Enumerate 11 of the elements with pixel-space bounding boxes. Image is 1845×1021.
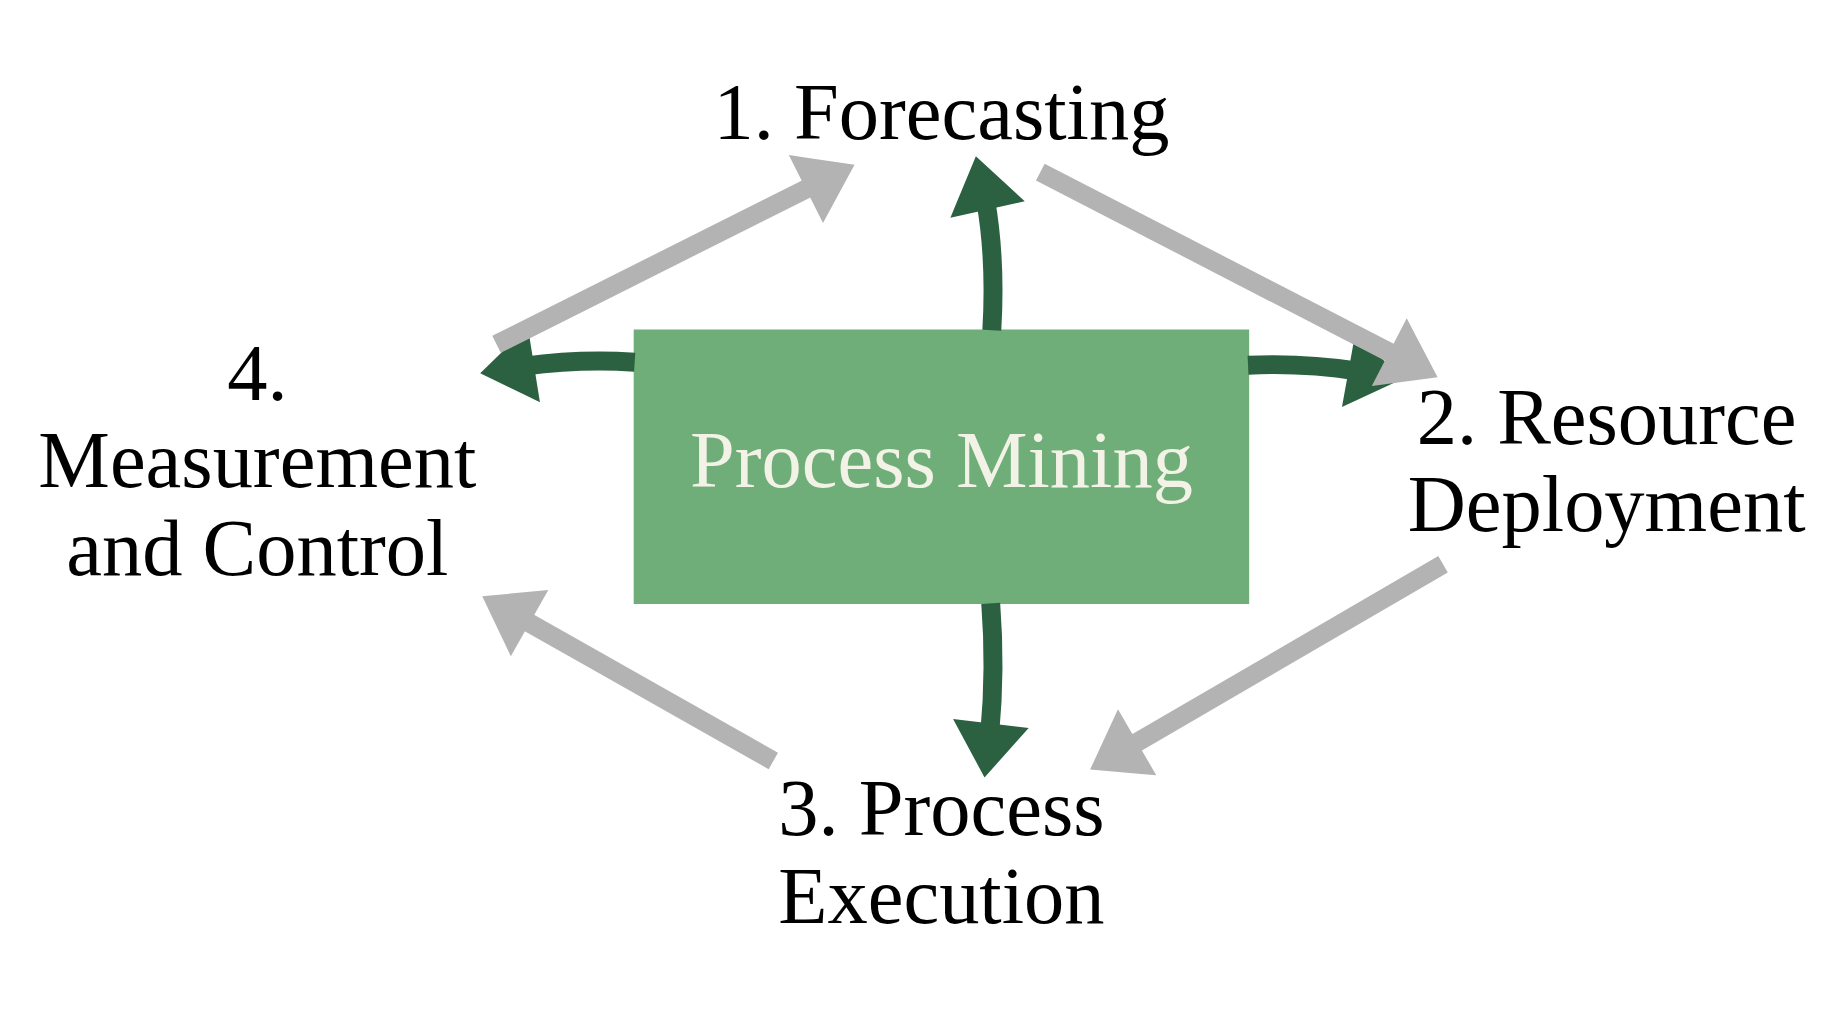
arrow <box>950 156 1025 331</box>
arrow <box>1090 556 1448 776</box>
arrow <box>953 602 1029 778</box>
node-text: 1. Forecasting <box>713 67 1170 157</box>
node-box: Process Mining <box>633 329 1250 604</box>
arrow <box>1035 163 1438 386</box>
node-text: 4. Measurement and Control <box>38 327 477 592</box>
node-text: 2. Resource Deployment <box>1407 371 1806 549</box>
node-text: 3. Process Execution <box>778 763 1105 940</box>
arrow <box>492 155 855 353</box>
arrow <box>482 589 778 770</box>
